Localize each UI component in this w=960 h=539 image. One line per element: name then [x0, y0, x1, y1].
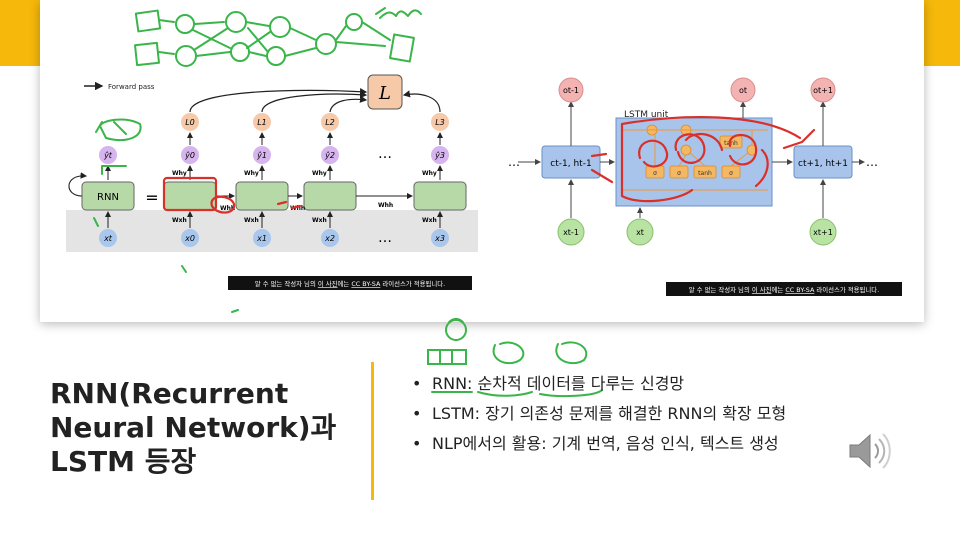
lstm-ellipsis-left: …: [508, 155, 520, 169]
speaker-icon[interactable]: [846, 428, 892, 478]
weight-why-0: Why: [172, 170, 187, 177]
input-label-2: x2: [324, 234, 335, 243]
lstm-figure: LSTM unit σ σ tanh σ tanh: [508, 77, 902, 296]
weight-wxh-2: Wxh: [312, 217, 327, 224]
handwritten-annotations: 1 2 3: [93, 7, 816, 322]
loss-node-0: [181, 113, 199, 131]
loss-label-0: L0: [185, 118, 195, 127]
input-node-2: [321, 229, 339, 247]
lstm-caption: 알 수 없는 작성자 님의 이 사진에는 CC BY-SA 라이선스가 적용됩니…: [689, 285, 879, 294]
input-label-t: xt: [103, 234, 113, 243]
loss-label-2: L2: [325, 118, 335, 127]
lstm-ellipsis-right: …: [866, 155, 878, 169]
weight-wxh-1: Wxh: [244, 217, 259, 224]
rnn-unrolled-cell-3: [413, 181, 467, 211]
lstm-input-prev: [557, 218, 585, 246]
weight-why-1: Why: [244, 170, 259, 177]
rnn-cell-label: RNN: [97, 192, 119, 203]
weight-wxh-0: Wxh: [172, 217, 187, 224]
lstm-output-prev: [558, 77, 584, 103]
slide-title-line-1: RNN(Recurrent: [50, 377, 289, 410]
lstm-input-next: [809, 218, 837, 246]
output-label-0: ŷ0: [184, 151, 195, 160]
input-node-t: [99, 229, 117, 247]
output-node-3: [431, 146, 449, 164]
bullet-rnn: RNN: 순차적 데이터를 다루는 신경망: [412, 371, 786, 401]
rnn-caption: 알 수 없는 작성자 님의 이 사진에는 CC BY-SA 라이선스가 적용됩니…: [255, 279, 445, 288]
weight-why-2: Why: [312, 170, 327, 177]
loss-node-3: [431, 113, 449, 131]
rnn-unrolled-cell-0: [163, 181, 217, 211]
weight-whh-0: Whh: [220, 205, 235, 212]
figures-svg: Forward pass L L0 L1 L2 L3 ŷt: [66, 7, 902, 322]
lstm-output-next: [810, 77, 836, 103]
output-label-1: ŷ1: [256, 151, 267, 160]
output-node-0: [181, 146, 199, 164]
input-node-1: [253, 229, 271, 247]
input-label-0: x0: [184, 234, 195, 243]
slide-title: RNN(Recurrent Neural Network)과 LSTM 등장: [50, 377, 360, 479]
input-label-1: x1: [256, 234, 267, 243]
forward-pass-legend: Forward pass: [108, 83, 155, 91]
rnn-input-band: [66, 210, 478, 252]
rnn-unrolled-cell-1: [235, 181, 289, 211]
loss-label-3: L3: [435, 118, 445, 127]
gate-input: σ: [677, 170, 681, 177]
gate-tanh-out: tanh: [724, 140, 738, 147]
gate-forget: σ: [653, 170, 657, 177]
input-node-3: [431, 229, 449, 247]
loss-label: L: [378, 83, 391, 104]
gate-candidate: tanh: [698, 170, 712, 177]
bullet-lstm: LSTM: 장기 의존성 문제를 해결한 RNN의 확장 모형: [412, 401, 786, 431]
output-label-t: ŷt: [103, 151, 113, 160]
cell-next-label: ct+1, ht+1: [798, 159, 848, 169]
title-divider: [371, 362, 374, 500]
speaker-icon-graphic: [849, 433, 891, 469]
ellipsis-bottom: …: [378, 230, 392, 246]
rnn-unrolled-cell-2: [303, 181, 357, 211]
weight-wxh-3: Wxh: [422, 217, 437, 224]
slide-title-line-2: Neural Network)과: [50, 411, 337, 444]
output-node-2: [321, 146, 339, 164]
loss-label-1: L1: [257, 118, 267, 127]
accent-bar-right: [924, 0, 960, 66]
loss-box: [367, 74, 403, 110]
output-node-t: [99, 146, 117, 164]
lstm-output-current: [730, 77, 756, 103]
lstm-input-current-label: xt: [636, 228, 644, 237]
weight-whh-2: Whh: [378, 202, 393, 209]
equals-sign: =: [145, 188, 158, 207]
gate-output: σ: [729, 170, 733, 177]
slide-title-line-3: LSTM 등장: [50, 445, 197, 478]
bullet-nlp: NLP에서의 활용: 기계 번역, 음성 인식, 텍스트 생성: [412, 431, 786, 461]
loss-node-2: [321, 113, 339, 131]
loss-node-1: [253, 113, 271, 131]
lstm-output-next-label: ot+1: [813, 86, 833, 95]
rnn-caption-bar: [228, 276, 472, 290]
bullet-list: RNN: 순차적 데이터를 다루는 신경망 LSTM: 장기 의존성 문제를 해…: [412, 371, 786, 461]
lstm-input-current: [626, 218, 654, 246]
weight-why-3: Why: [422, 170, 437, 177]
lstm-output-current-label: ot: [739, 86, 747, 95]
cell-prev-label: ct-1, ht-1: [550, 159, 591, 169]
lstm-input-prev-label: xt-1: [563, 228, 579, 237]
lstm-unit-label: LSTM unit: [624, 110, 669, 120]
ellipsis-top: …: [378, 146, 392, 162]
output-label-3: ŷ3: [434, 151, 445, 160]
accent-bar-left: [0, 0, 40, 66]
output-label-2: ŷ2: [324, 151, 335, 160]
lstm-input-next-label: xt+1: [813, 228, 833, 237]
input-node-0: [181, 229, 199, 247]
output-node-1: [253, 146, 271, 164]
input-label-3: x3: [434, 234, 445, 243]
weight-whh-1: Whh: [290, 205, 305, 212]
figure-card: Forward pass L L0 L1 L2 L3 ŷt: [40, 0, 924, 322]
rnn-figure: Forward pass L L0 L1 L2 L3 ŷt: [66, 74, 478, 290]
lstm-output-prev-label: ot-1: [563, 86, 579, 95]
lstm-caption-bar: [666, 282, 902, 296]
